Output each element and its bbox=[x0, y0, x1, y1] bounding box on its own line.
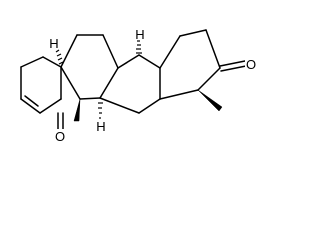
h-c8-hash-bond bbox=[136, 40, 142, 54]
c19-methyl-wedge bbox=[73, 98, 81, 122]
c17-ketone bbox=[219, 60, 247, 72]
steroid-structure-drawing: O O H H H bbox=[20, 27, 257, 144]
oxygen-c17-atom: O bbox=[245, 57, 257, 72]
alkene-double-bond bbox=[24, 95, 39, 107]
hydrogen-c8-label: H bbox=[135, 27, 144, 42]
ring-a bbox=[20, 56, 62, 114]
h-c5-hash-bond bbox=[55, 49, 64, 65]
h-c9-hash-bond bbox=[98, 102, 103, 119]
ring-c bbox=[99, 54, 161, 114]
hydrogen-c9-atom: H bbox=[96, 119, 105, 134]
hydrogen-c9-label: H bbox=[96, 119, 105, 134]
c1-ketone bbox=[57, 112, 64, 130]
hydrogen-c5-atom: H bbox=[49, 36, 58, 51]
oxygen-c1-label: O bbox=[55, 129, 65, 144]
c18-methyl-wedge bbox=[197, 89, 223, 112]
ring-b bbox=[60, 34, 119, 100]
hydrogen-c8-atom: H bbox=[135, 27, 144, 42]
oxygen-c17-label: O bbox=[246, 57, 256, 72]
hydrogen-c5-label: H bbox=[49, 36, 58, 51]
ring-d bbox=[159, 29, 221, 100]
oxygen-c1-atom: O bbox=[54, 129, 66, 144]
